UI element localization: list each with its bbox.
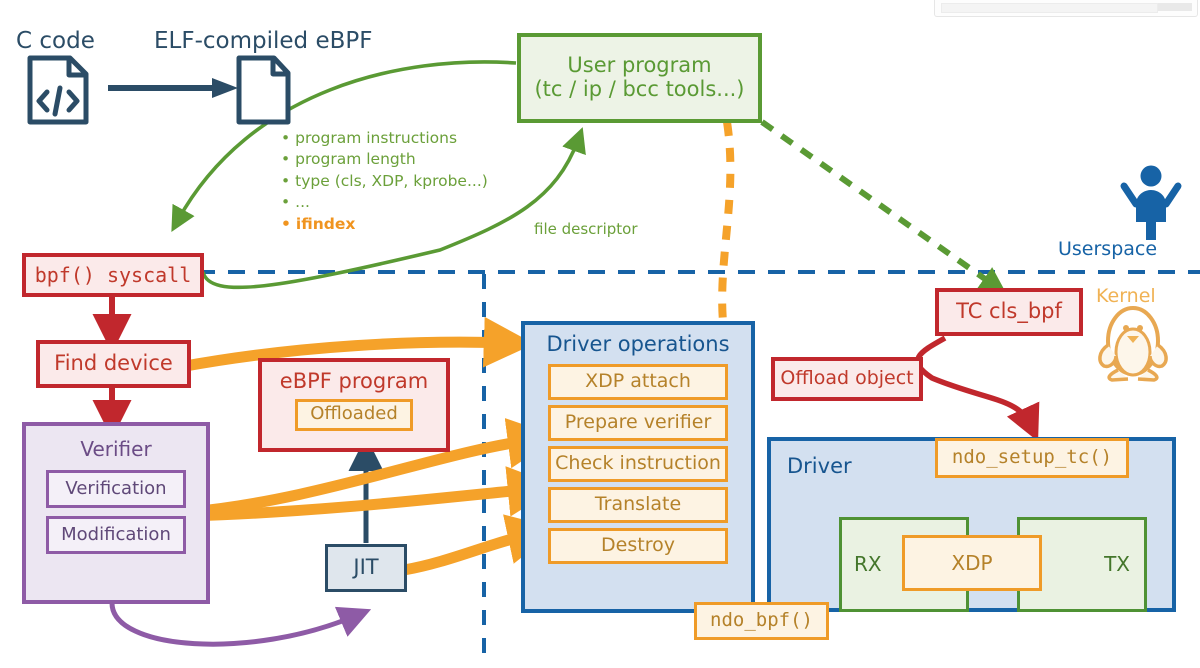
verification-box[interactable]: Verification [46, 470, 186, 509]
ndo-setup-tc-box[interactable]: ndo_setup_tc() [935, 438, 1129, 478]
tc-cls-bpf-box[interactable]: TC cls_bpf [935, 288, 1083, 336]
bpf-syscall-box[interactable]: bpf() syscall [22, 253, 204, 297]
edge-verification-to-check-instruction [189, 466, 559, 522]
edge-userprog-to-tc-cls-bpf [760, 119, 1007, 295]
kernel-label: Kernel [1096, 285, 1156, 307]
code-file-icon [27, 55, 89, 125]
offloaded-badge: Offloaded [295, 398, 413, 431]
driver-operations-title: Driver operations [546, 332, 730, 356]
file-icon [236, 55, 291, 125]
ndo-bpf-box[interactable]: ndo_bpf() [694, 602, 829, 640]
chrome-artifact-button [1158, 3, 1192, 11]
elf-label: ELF-compiled eBPF [154, 28, 373, 54]
edge-verifier-to-jit [109, 602, 372, 647]
c-code-label: C code [16, 28, 95, 54]
ebpf-program-title: eBPF program [279, 369, 429, 393]
verifier-box[interactable]: Verifier Verification Modification [22, 422, 210, 604]
modification-box[interactable]: Modification [46, 516, 186, 555]
syscall-arg-ifindex: ifindex [281, 214, 488, 235]
verifier-title: Verifier [80, 437, 152, 461]
syscall-arg-item: ... [281, 192, 488, 213]
userspace-label: Userspace [1058, 238, 1158, 260]
user-program-box[interactable]: User program (tc / ip / bcc tools...) [517, 33, 762, 123]
user-program-line2: (tc / ip / bcc tools...) [534, 77, 745, 101]
xdp-box[interactable]: XDP [902, 535, 1042, 591]
driver-op-xdp-attach[interactable]: XDP attach [548, 363, 728, 400]
driver-op-translate[interactable]: Translate [548, 486, 728, 523]
driver-op-destroy[interactable]: Destroy [548, 527, 728, 564]
tux-penguin-icon [1098, 306, 1168, 382]
driver-op-prepare-verifier[interactable]: Prepare verifier [548, 404, 728, 441]
driver-title: Driver [787, 454, 852, 478]
jit-box[interactable]: JIT [325, 544, 407, 592]
compile-arrow-icon [108, 78, 238, 98]
offload-object-box[interactable]: Offload object [771, 357, 923, 401]
person-icon [1120, 165, 1182, 240]
syscall-arg-item: program instructions [281, 128, 488, 149]
find-device-box[interactable]: Find device [36, 340, 191, 388]
edge-jit-to-translate [403, 514, 558, 576]
ebpf-program-box[interactable]: eBPF program Offloaded [258, 358, 450, 452]
driver-operations-box[interactable]: Driver operations XDP attach Prepare ver… [521, 321, 755, 613]
file-descriptor-label: file descriptor [534, 220, 638, 238]
edge-tc-to-ndo-setup-tc [915, 335, 1040, 442]
user-program-line1: User program [567, 53, 712, 78]
syscall-arg-item: program length [281, 149, 488, 170]
syscall-args-list: program instructions program length type… [281, 128, 488, 235]
chrome-artifact-bar [941, 3, 1158, 13]
syscall-arg-item: type (cls, XDP, kprobe...) [281, 171, 488, 192]
driver-op-check-instruction[interactable]: Check instruction [548, 445, 728, 482]
browser-chrome-artifact [934, 0, 1198, 17]
